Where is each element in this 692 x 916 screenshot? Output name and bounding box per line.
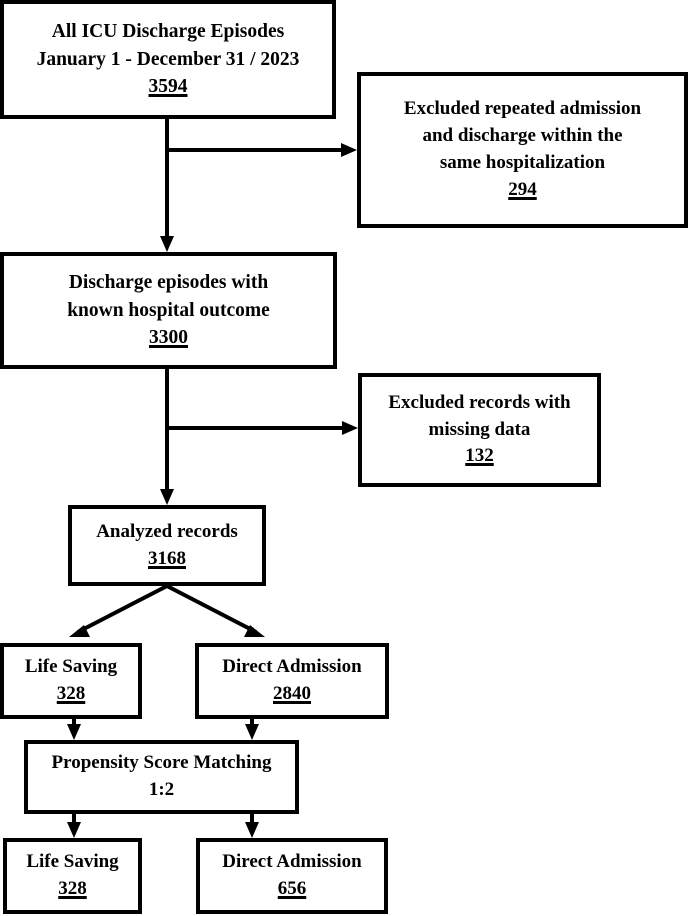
node-excluded-missing-data: Excluded records with missing data 132 — [358, 373, 601, 487]
node-all-icu-line2: January 1 - December 31 / 2023 — [36, 48, 300, 70]
node-direct-admission-pre-matching: Direct Admission 2840 — [195, 643, 389, 719]
node-excluded-repeated-line3: same hospitalization — [439, 152, 606, 173]
connector-analyzed-to-life-saving — [77, 584, 168, 634]
arrowhead-life-saving-post — [67, 822, 81, 838]
node-known-hospital-outcome: Discharge episodes with known hospital o… — [0, 252, 337, 369]
node-excluded-missing-count: 132 — [465, 445, 494, 467]
node-excluded-missing-line1: Excluded records with — [388, 391, 571, 413]
connector-analyzed-to-direct-admission — [166, 584, 257, 634]
node-excluded-repeated-count: 294 — [508, 178, 537, 200]
node-analyzed-line1: Analyzed records — [96, 520, 238, 542]
node-known-outcome-line2: known hospital outcome — [67, 299, 270, 321]
node-life-saving-post-line1: Life Saving — [26, 851, 119, 873]
node-all-icu-count: 3594 — [148, 76, 188, 98]
arrowhead-psm-left — [67, 724, 81, 740]
node-analyzed-records: Analyzed records 3168 — [68, 505, 266, 586]
node-direct-admission-pre-count: 2840 — [273, 683, 311, 704]
node-direct-admission-post-matching: Direct Admission 656 — [196, 838, 388, 914]
node-analyzed-count: 3168 — [148, 547, 186, 569]
node-known-outcome-count: 3300 — [149, 327, 188, 349]
arrowhead-excluded-missing — [342, 421, 358, 435]
node-direct-admission-pre-line1: Direct Admission — [222, 656, 362, 678]
arrowhead-psm-right — [245, 724, 259, 740]
node-life-saving-post-count: 328 — [58, 878, 87, 899]
node-excluded-missing-line2: missing data — [428, 418, 531, 440]
node-known-outcome-line1: Discharge episodes with — [68, 271, 269, 293]
arrowhead-direct-admission-pre — [244, 625, 265, 637]
node-life-saving-pre-line1: Life Saving — [24, 656, 118, 678]
node-propensity-score-matching: Propensity Score Matching 1:2 — [24, 740, 299, 814]
arrowhead-known-outcome — [160, 236, 174, 252]
node-all-icu-discharge-episodes: All ICU Discharge Episodes January 1 - D… — [0, 0, 336, 119]
arrowhead-direct-admission-post — [245, 822, 259, 838]
arrowhead-life-saving-pre — [69, 625, 90, 637]
node-excluded-repeated-admission: Excluded repeated admission and discharg… — [357, 72, 688, 228]
node-psm-line1: Propensity Score Matching — [51, 752, 272, 774]
node-life-saving-pre-count: 328 — [56, 683, 86, 704]
node-life-saving-pre-matching: Life Saving 328 — [0, 643, 142, 719]
arrowhead-analyzed — [160, 489, 174, 505]
node-direct-admission-post-count: 656 — [277, 878, 307, 899]
node-direct-admission-post-line1: Direct Admission — [222, 851, 362, 873]
node-excluded-repeated-line2: and discharge within the — [422, 125, 623, 147]
node-all-icu-line1: All ICU Discharge Episodes — [51, 20, 285, 42]
node-life-saving-post-matching: Life Saving 328 — [3, 838, 142, 914]
arrowhead-excluded-repeated — [341, 143, 357, 157]
node-psm-ratio: 1:2 — [148, 779, 175, 800]
node-excluded-repeated-line1: Excluded repeated admission — [403, 98, 642, 120]
